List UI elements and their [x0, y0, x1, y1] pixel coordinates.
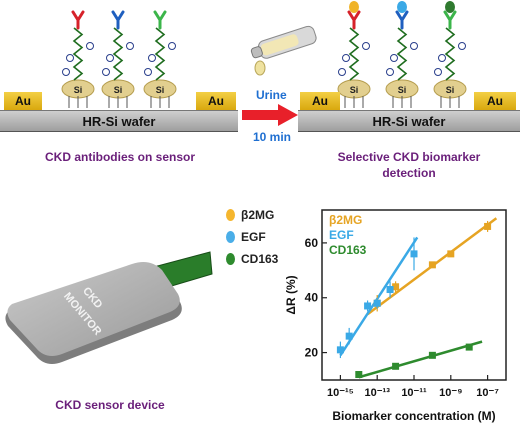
- y-tick-label: 40: [305, 291, 319, 305]
- sensor-biomarker-illustration: Si Si Si: [337, 1, 467, 108]
- oxygen-atom: [66, 54, 74, 62]
- x-tick-label: 10⁻⁹: [439, 387, 462, 399]
- ckd-device-icon: CKD MONITOR: [5, 230, 213, 364]
- flow-label-urine: Urine: [256, 88, 287, 102]
- oxygen-atom: [86, 42, 94, 50]
- oxygen-atom: [148, 54, 156, 62]
- wafer-base-right: HR-Si wafer: [298, 110, 520, 132]
- calibration-chart: 20 40 60 10⁻¹⁵ 10⁻¹³ 10⁻¹¹ 10⁻⁹ 10⁻⁷ ΔR (%) Bi…: [284, 209, 507, 423]
- process-arrow: [242, 104, 298, 126]
- data-point: [355, 371, 363, 379]
- legend-label: CD163: [241, 252, 279, 266]
- au-electrode-left-2: Au: [300, 92, 340, 110]
- data-point: [386, 286, 394, 294]
- cd163-dot-icon: [226, 253, 235, 265]
- antibody-icon: [153, 10, 167, 30]
- oxygen-atom: [144, 68, 152, 76]
- oxygen-atom: [168, 42, 176, 50]
- si-label: Si: [114, 85, 123, 95]
- au-electrode-right: Au: [196, 92, 236, 110]
- caption-detection-line2: detection: [382, 166, 436, 180]
- y-tick-label: 60: [305, 236, 319, 250]
- wafer-base-left: HR-Si wafer: [0, 110, 238, 132]
- oxygen-atom: [62, 68, 70, 76]
- legend-item-egf: EGF: [226, 230, 266, 244]
- data-point: [373, 299, 381, 307]
- si-label: Si: [446, 85, 455, 95]
- caption-device: CKD sensor device: [55, 398, 165, 412]
- biomarker-icon: [445, 1, 455, 13]
- flow-label-time: 10 min: [253, 130, 292, 144]
- chart-legend-b2mg: β2MG: [329, 213, 363, 227]
- chart-legend: β2MG EGF CD163: [329, 213, 366, 258]
- urine-tube-icon: [250, 25, 317, 76]
- data-point: [392, 362, 400, 370]
- linker-chain: [348, 27, 360, 81]
- si-label: Si: [398, 85, 407, 95]
- oxygen-atom: [342, 54, 350, 62]
- oxygen-atom: [434, 68, 442, 76]
- chart-legend-cd163: CD163: [329, 243, 367, 257]
- oxygen-atom: [102, 68, 110, 76]
- linker-chain: [444, 27, 456, 81]
- linker-chain: [154, 27, 166, 81]
- legend-item-cd163: CD163: [226, 252, 278, 266]
- fit-line: [339, 236, 419, 357]
- y-axis-label: ΔR (%): [284, 275, 298, 314]
- antibody-icon: [395, 10, 409, 30]
- oxygen-atom: [410, 42, 418, 50]
- x-tick-label: 10⁻¹⁵: [327, 387, 354, 399]
- fit-line: [358, 340, 483, 379]
- caption-antibodies: CKD antibodies on sensor: [44, 150, 196, 164]
- oxygen-atom: [362, 42, 370, 50]
- antibody-icon: [71, 10, 85, 30]
- oxygen-atom: [338, 68, 346, 76]
- au-electrode-right-2: Au: [474, 92, 516, 110]
- legend-item-b2mg: β2MG: [226, 208, 274, 222]
- biomarker-icon: [349, 1, 359, 13]
- data-point: [364, 302, 372, 310]
- oxygen-atom: [390, 54, 398, 62]
- sensor-antibody-illustration: Si Si Si: [61, 10, 177, 108]
- oxygen-atom: [106, 54, 114, 62]
- b2mg-dot-icon: [226, 209, 235, 221]
- x-tick-label: 10⁻¹¹: [401, 387, 427, 399]
- data-point: [345, 332, 353, 340]
- linker-chain: [112, 27, 124, 81]
- data-point: [428, 351, 436, 359]
- egf-dot-icon: [226, 231, 235, 243]
- legend-label: EGF: [241, 230, 266, 244]
- x-tick-label: 10⁻¹³: [365, 387, 391, 399]
- si-label: Si: [350, 85, 359, 95]
- antibody-icon: [111, 10, 125, 30]
- oxygen-atom: [438, 54, 446, 62]
- oxygen-atom: [386, 68, 394, 76]
- data-point: [465, 343, 473, 351]
- data-point: [484, 222, 492, 230]
- data-point: [392, 283, 400, 291]
- caption-detection-line1: Selective CKD biomarker: [337, 150, 481, 164]
- biomarker-icon: [397, 1, 407, 13]
- au-electrode-left: Au: [4, 92, 42, 110]
- oxygen-atom: [458, 42, 466, 50]
- linker-chain: [72, 27, 84, 81]
- data-point: [410, 250, 418, 258]
- data-point: [447, 250, 455, 258]
- data-point: [428, 261, 436, 269]
- oxygen-atom: [126, 42, 134, 50]
- chart-legend-egf: EGF: [329, 228, 354, 242]
- linker-chain: [396, 27, 408, 81]
- legend-label: β2MG: [241, 208, 275, 222]
- si-label: Si: [74, 85, 83, 95]
- si-label: Si: [156, 85, 165, 95]
- data-point: [336, 346, 344, 354]
- x-tick-label: 10⁻⁷: [476, 387, 499, 399]
- antibody-icon: [443, 10, 457, 30]
- y-tick-label: 20: [305, 346, 319, 360]
- antibody-icon: [347, 10, 361, 30]
- x-axis-label: Biomarker concentration (M): [332, 409, 495, 423]
